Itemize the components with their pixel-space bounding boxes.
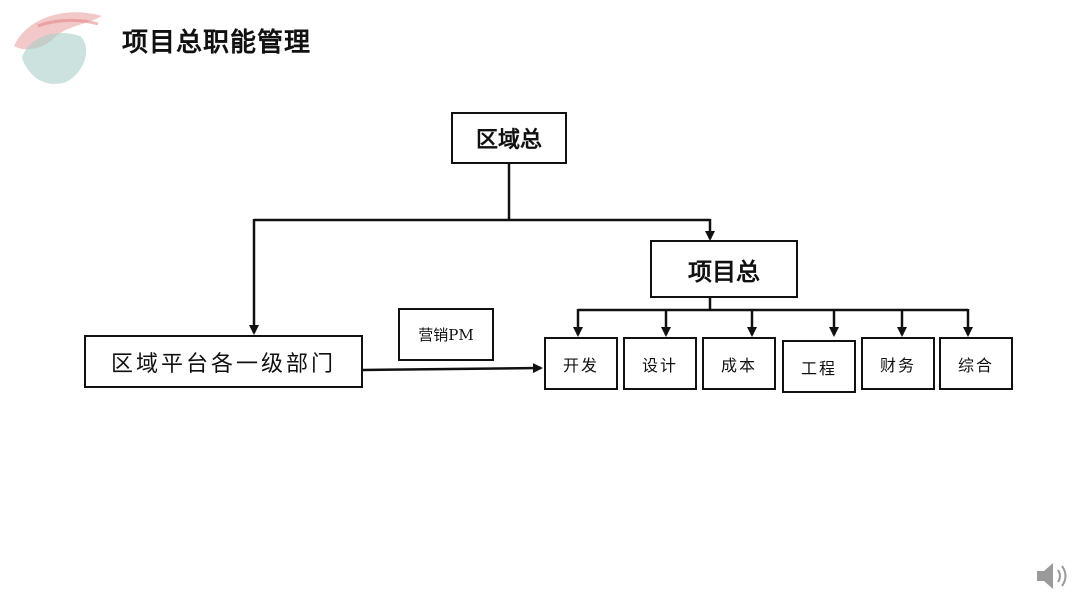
speaker-icon[interactable] [1034,560,1070,592]
node-dept-development: 开发 [544,337,618,390]
node-dept-finance: 财务 [861,337,935,390]
node-dept-cost: 成本 [702,337,776,390]
watercolor-logo [14,12,102,84]
node-dept-engineering: 工程 [782,340,856,393]
node-regional-departments: 区域平台各一级部门 [84,335,363,388]
page-title: 项目总职能管理 [122,28,312,58]
node-dept-general: 综合 [939,337,1013,390]
label-marketing-pm: 营销PM [398,308,494,361]
node-project-head: 项目总 [650,240,798,298]
arrow-platform-to-dev [362,363,543,374]
node-dept-design: 设计 [623,337,697,390]
node-region-head: 区域总 [451,112,567,164]
